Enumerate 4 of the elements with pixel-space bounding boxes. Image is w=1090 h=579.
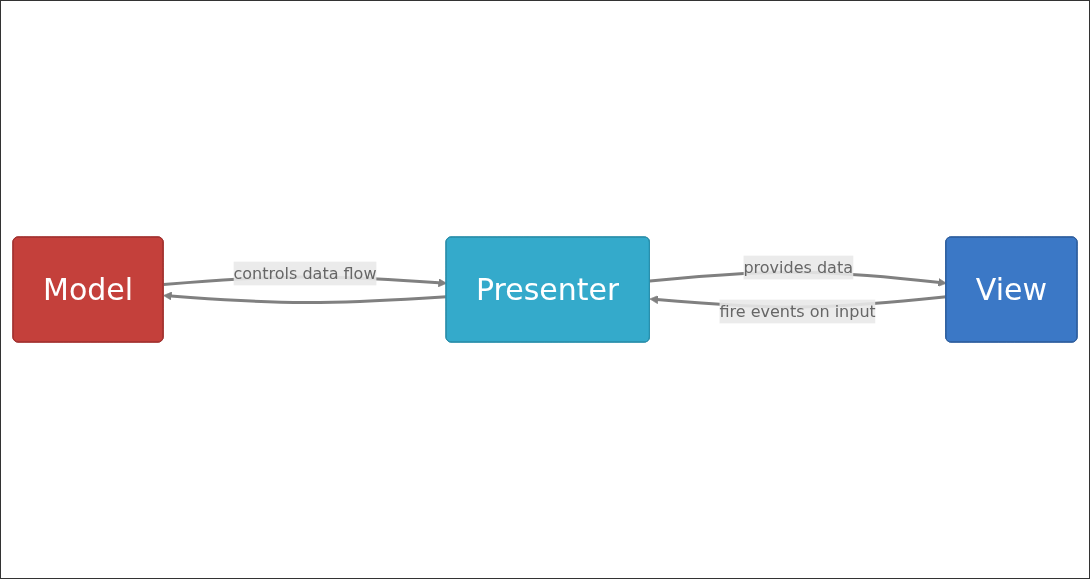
edge-label: provides data [743, 257, 853, 277]
arrow [163, 291, 447, 304]
edge-label: controls data flow [233, 263, 377, 283]
edge-label: fire events on input [719, 301, 876, 321]
